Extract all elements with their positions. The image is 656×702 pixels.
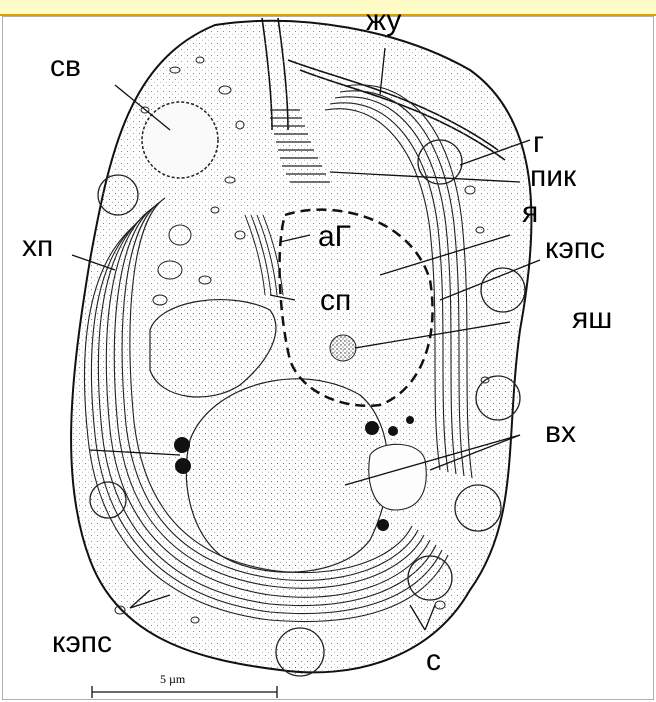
label-hp: хп — [22, 232, 53, 262]
label-keps-right: кэпс — [545, 234, 605, 264]
nucleolus — [330, 335, 356, 361]
label-sp: сп — [320, 286, 351, 316]
label-yash: яш — [572, 304, 612, 334]
label-zhu: жу — [366, 6, 401, 36]
label-vh: вх — [545, 418, 576, 448]
label-ag: аГ — [318, 222, 351, 252]
contractile-vacuole — [142, 102, 218, 178]
scale-bar — [92, 686, 277, 698]
vacuole-small — [369, 444, 426, 510]
label-ya: я — [522, 198, 538, 228]
label-s: с — [426, 646, 441, 676]
label-g: г — [533, 128, 544, 158]
vacuole-main — [186, 379, 388, 572]
label-pik: пик — [530, 162, 576, 192]
scale-bar-label: 5 µm — [160, 672, 185, 687]
label-keps-left: кэпс — [52, 628, 112, 658]
label-sv: св — [50, 52, 81, 82]
